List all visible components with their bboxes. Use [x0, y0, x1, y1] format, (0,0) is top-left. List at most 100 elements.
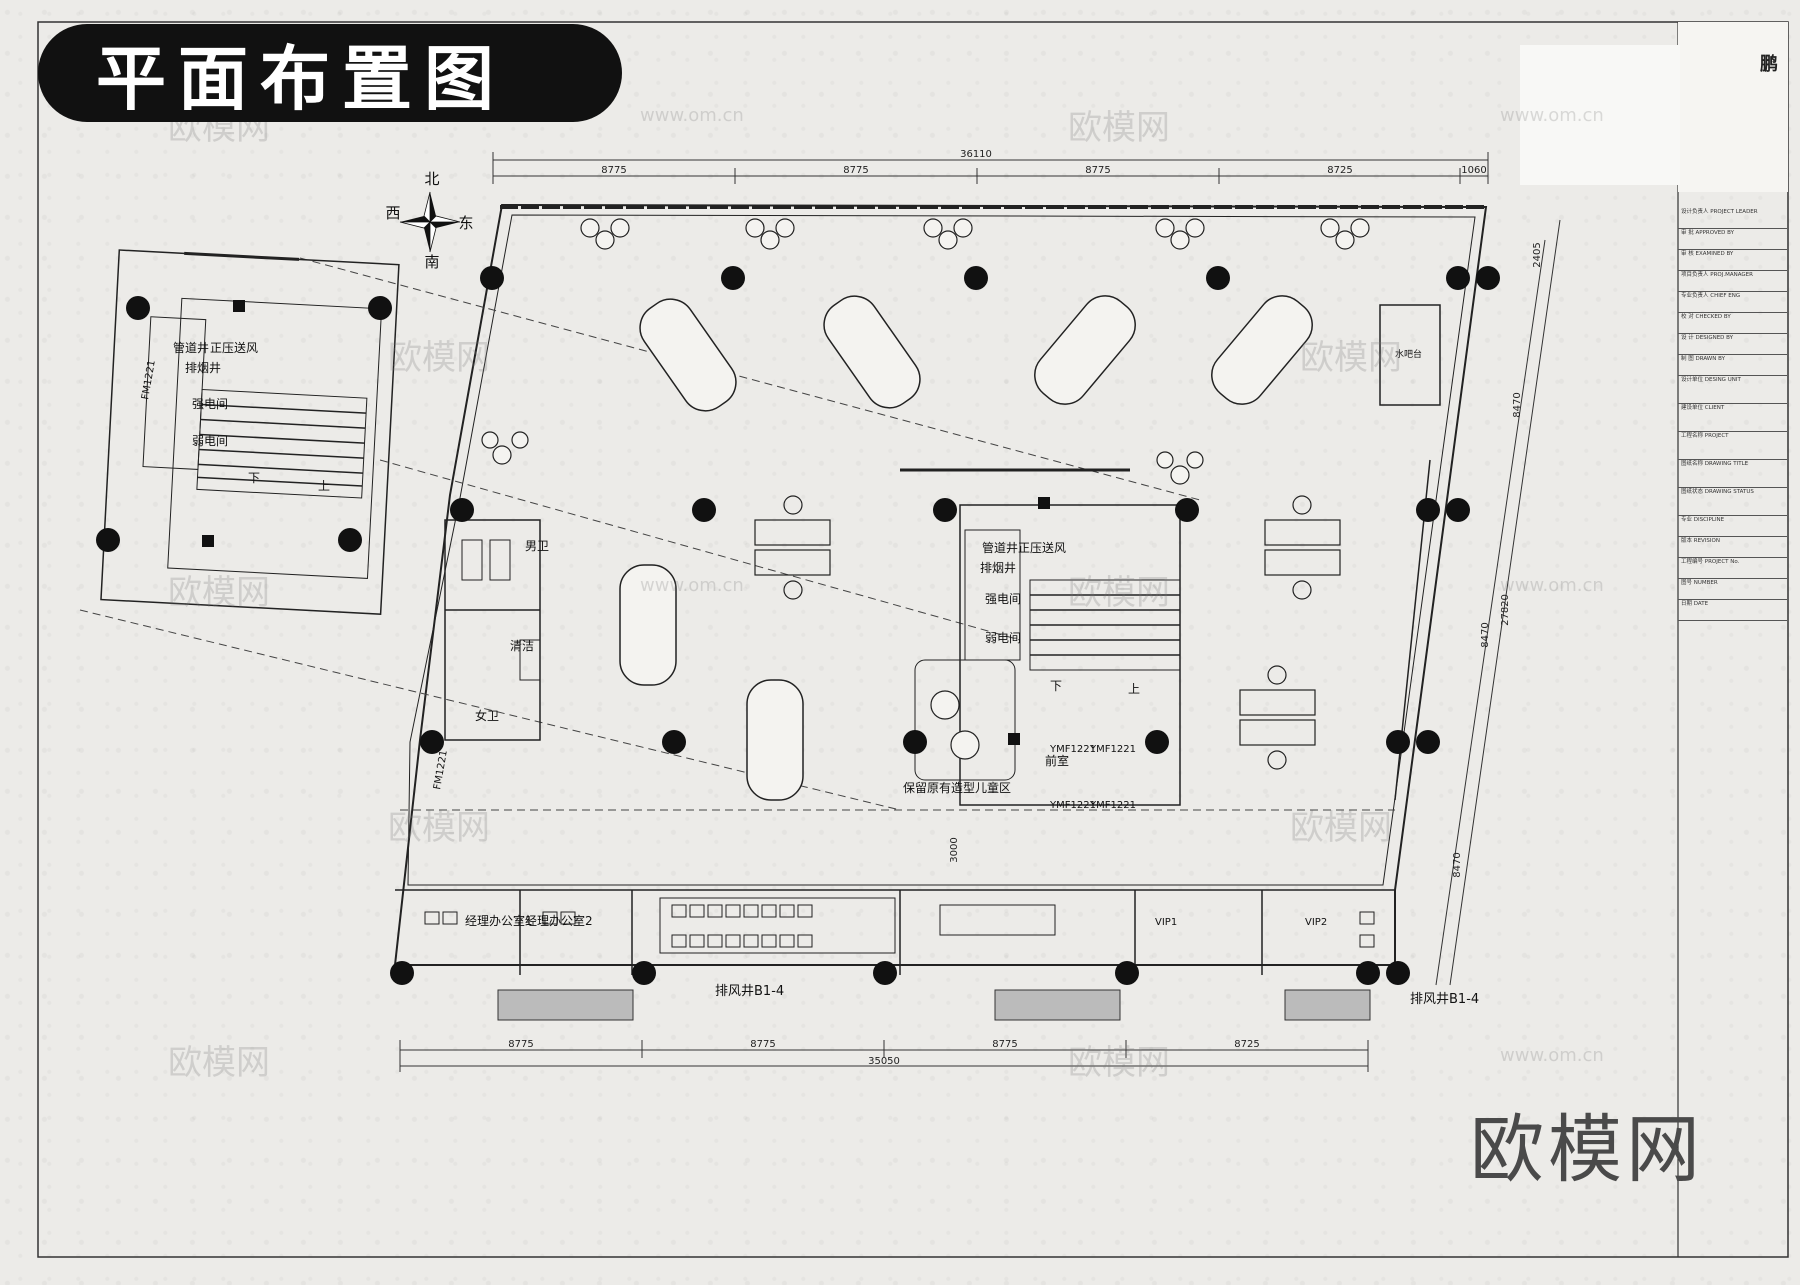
title-block-row: 制 图 DRAWN BY [1678, 355, 1787, 376]
dim-bottom-total: 35050 [868, 1056, 900, 1067]
compass-east: 东 [458, 214, 473, 232]
dim-top-total: 36110 [960, 149, 992, 160]
office-strip [395, 889, 1395, 975]
room-labels: 管道井 正压送风 排烟井 强电间 弱电间 下 上 管道井 正压送风 排烟井 强电… [173, 340, 1479, 1007]
compass-labels: 北 南 东 西 [385, 170, 473, 271]
watermark-cn: 欧模网 [1068, 108, 1170, 148]
watermark-cn: 欧模网 [1300, 338, 1402, 378]
title-block-row: 设计单位 DESING UNIT [1678, 376, 1787, 404]
seating-groups [481, 218, 1370, 760]
title-block-row: 设 计 DESIGNED BY [1678, 334, 1787, 355]
title-block-logo: 鹏 [1760, 54, 1778, 75]
label-kids-area: 保留原有造型儿童区 [903, 780, 1011, 795]
brand-logo-text: 欧模网 [1470, 1107, 1704, 1193]
dim-top-3: 8775 [1085, 165, 1110, 176]
dim-top-1: 8775 [601, 165, 626, 176]
watermark-cn: 欧模网 [1068, 1043, 1170, 1083]
watermark-url: www.om.cn [640, 575, 744, 596]
label-pressure-fan-mid: 正压送风 [1018, 540, 1066, 555]
label-door-code-a: YMF1221 [1049, 744, 1096, 755]
watermark-url: www.om.cn [1500, 1045, 1604, 1066]
label-manager1: 经理办公室1 [465, 913, 533, 928]
label-strong-elec-left: 强电间 [192, 397, 228, 411]
title-block-row: 校 对 CHECKED BY [1678, 313, 1787, 334]
label-exhaust-left: 排烟井 [185, 361, 221, 375]
watermark-cn: 欧模网 [1290, 808, 1392, 848]
label-water-bar: 水吧台 [1395, 348, 1422, 360]
dim-bottom-4: 8725 [1234, 1039, 1259, 1050]
logo-area [1520, 45, 1680, 185]
compass-rose [399, 191, 461, 253]
title-banner: 平面布置图 [38, 24, 622, 122]
title-block-row: 工程名称 PROJECT [1678, 432, 1787, 460]
title-block-row: 图纸名称 DRAWING TITLE [1678, 460, 1787, 488]
dim-right-total: 27820 [1500, 594, 1511, 626]
dim-top-5: 1060 [1461, 165, 1486, 176]
dim-right-4: 8470 [1452, 852, 1463, 877]
label-pipe-shaft-mid: 管道井 [982, 540, 1018, 555]
dim-bottom-3: 8775 [992, 1039, 1017, 1050]
label-front-room: 前室 [1045, 753, 1069, 768]
label-women-wc: 女卫 [475, 708, 499, 723]
dim-right-2: 8470 [1512, 392, 1523, 417]
sales-desks [754, 495, 1341, 770]
left-inset-plan [100, 249, 400, 615]
compass-south: 南 [424, 253, 439, 271]
label-cleaning: 清洁 [510, 639, 534, 653]
label-down-mid: 下 [1050, 679, 1062, 693]
dimension-labels: 36110 8775 8775 8775 8725 1060 8775 8775… [508, 149, 1543, 1067]
right-dimension [1435, 219, 1561, 986]
dim-right-1: 2405 [1532, 242, 1543, 267]
label-manager2: 经理办公室2 [525, 913, 593, 928]
watermark-url: www.om.cn [640, 105, 744, 126]
title-block-row: 专业负责人 CHIEF ENG [1678, 292, 1787, 313]
drawing-frame [37, 21, 1789, 1258]
cars [619, 295, 1313, 801]
label-pipe-shaft-left: 管道井 [173, 340, 209, 355]
dim-top-2: 8775 [843, 165, 868, 176]
label-door-code-b: YMF1221 [1089, 744, 1136, 755]
right-service-wall [1379, 304, 1441, 801]
compass-west: 西 [385, 204, 400, 222]
toilet-block [444, 519, 541, 741]
dim-bottom-2: 8775 [750, 1039, 775, 1050]
building-outline [393, 203, 1488, 966]
top-dimension [492, 152, 1489, 184]
glazing-hatches [497, 989, 1371, 1021]
title-block: 设计负责人 PROJECT LEADER 审 批 APPROVED BY 审 核… [1678, 208, 1787, 621]
title-block-row: 专业 DISCIPLINE [1678, 516, 1787, 537]
title-block-row: 设计负责人 PROJECT LEADER [1678, 208, 1787, 229]
label-door-code-c: YMF1221 [1049, 800, 1096, 811]
label-vip1: VIP1 [1155, 917, 1177, 928]
dim-top-4: 8725 [1327, 165, 1352, 176]
label-up-mid: 上 [1128, 682, 1140, 696]
title-block-row: 工程编号 PROJECT No. [1678, 558, 1787, 579]
label-weak-elec-left: 弱电间 [192, 434, 228, 448]
title-block-row: 审 批 APPROVED BY [1678, 229, 1787, 250]
label-vip2: VIP2 [1305, 917, 1327, 928]
bottom-dimension [399, 1040, 1369, 1072]
title-block-row: 日期 DATE [1678, 600, 1787, 621]
label-strong-elec-mid: 强电间 [985, 592, 1021, 606]
watermark-url: www.om.cn [1500, 105, 1604, 126]
title-block-row: 版本 REVISION [1678, 537, 1787, 558]
watermark-url: www.om.cn [1500, 575, 1604, 596]
meeting-room-chairs [424, 904, 1375, 948]
structural-columns [96, 266, 1500, 985]
label-exhaust-shaft-b: 排风井B1-4 [1410, 992, 1479, 1007]
label-pressure-fan-left: 正压送风 [210, 340, 258, 355]
watermark-cn: 欧模网 [388, 338, 490, 378]
title-block-row: 图号 NUMBER [1678, 579, 1787, 600]
label-weak-elec-mid: 弱电间 [985, 631, 1021, 645]
title-block-row: 审 核 EXAMINED BY [1678, 250, 1787, 271]
title-block-row: 项目负责人 PROJ.MANAGER [1678, 271, 1787, 292]
guide-lines [79, 257, 1395, 811]
label-up-left: 上 [318, 479, 330, 493]
dim-vertical-mid: 3000 [949, 837, 960, 862]
page-title: 平面布置图 [96, 37, 506, 120]
label-exhaust-shaft-a: 排风井B1-4 [715, 984, 784, 999]
compass-north: 北 [424, 170, 439, 188]
label-door-code-d: YMF1221 [1089, 800, 1136, 811]
